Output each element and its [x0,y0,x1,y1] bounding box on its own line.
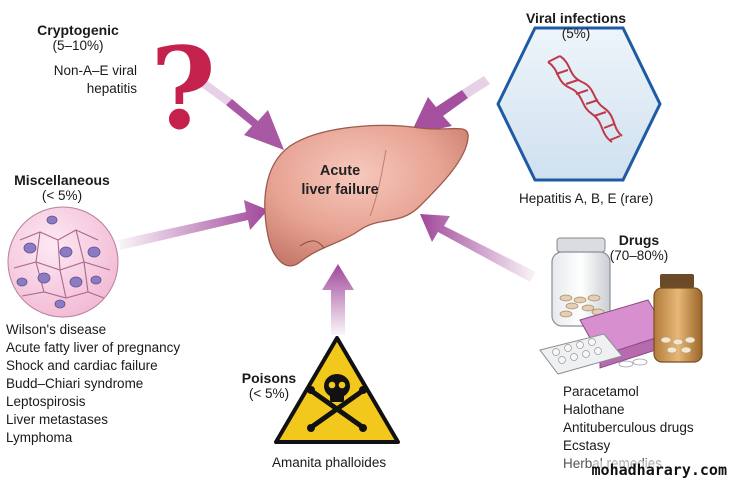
arrow-from-cryptogenic [200,80,284,150]
center-title-line2: liver failure [301,182,379,198]
viral-label: Viral infections (5%) [506,10,646,41]
list-item: Shock and cardiac failure [6,358,158,373]
drugs-illustration [539,237,703,375]
list-item: Budd–Chiari syndrome [6,376,144,391]
cryptogenic-desc-line2: hepatitis [86,81,137,96]
question-mark-icon: ? [150,24,216,155]
arrow-from-miscellaneous [118,200,268,250]
virus-hexagon-icon [496,26,662,182]
list-item: Acute fatty liver of pregnancy [6,340,181,355]
arrow-from-poisons [322,264,354,335]
list-item: Wilson's disease [6,322,107,337]
poison-hazard-icon [274,336,400,444]
center-title-line1: Acute [319,163,361,179]
drugs-list: Paracetamol Halothane Antituberculous dr… [563,383,694,473]
hepatocyte-cells-icon [7,206,119,318]
poisons-pct: (< 5%) [248,386,290,401]
arrow-from-drugs [420,214,536,282]
drugs-label: Drugs (70–80%) [598,232,680,263]
list-item: Liver metastases [6,412,109,427]
cryptogenic-description: Non-A–E viral hepatitis [54,62,137,98]
poisons-title: Poisons [241,370,297,386]
viral-pct: (5%) [561,26,591,41]
cryptogenic-desc-line1: Non-A–E viral [53,63,137,78]
cryptogenic-title: Cryptogenic [37,22,119,38]
watermark-text: mohadharary.com [591,461,727,479]
viral-description: Hepatitis A, B, E (rare) [519,191,654,206]
liver-illustration [264,124,469,267]
center-label: Acute liver failure [300,162,380,200]
list-item: Antituberculous drugs [563,420,694,435]
cryptogenic-pct: (5–10%) [52,38,104,53]
cryptogenic-label: Cryptogenic (5–10%) [16,22,140,53]
arrow-from-viral [410,76,490,135]
miscellaneous-pct: (< 5%) [41,188,83,203]
miscellaneous-label: Miscellaneous (< 5%) [4,172,120,203]
list-item: Ecstasy [563,438,611,453]
list-item: Leptospirosis [6,394,86,409]
poisons-description: Amanita phalloides [272,455,387,470]
drugs-title: Drugs [618,232,660,248]
drugs-pct: (70–80%) [609,248,669,263]
list-item: Halothane [563,402,625,417]
poisons-label: Poisons (< 5%) [232,370,306,401]
list-item: Paracetamol [563,384,639,399]
list-item: Lymphoma [6,430,73,445]
miscellaneous-list: Wilson's disease Acute fatty liver of pr… [6,321,180,447]
miscellaneous-title: Miscellaneous [14,172,110,188]
viral-title: Viral infections [525,10,627,26]
